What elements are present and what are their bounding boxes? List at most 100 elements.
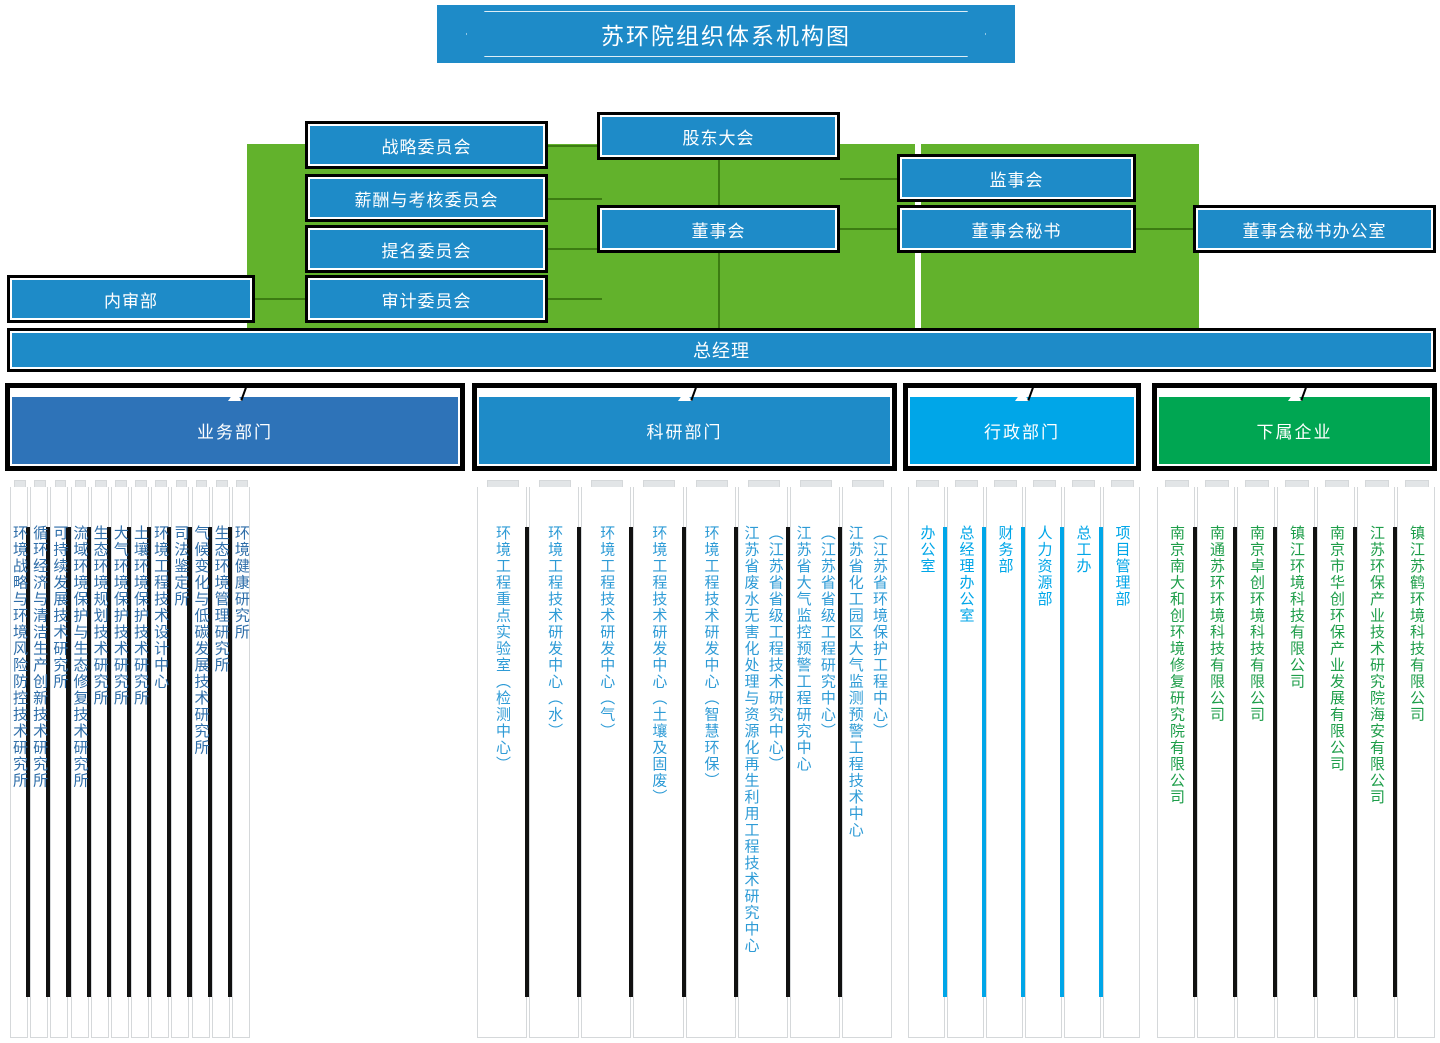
leaf-column-tab [135,480,147,487]
category-header-admin[interactable]: 行政部门 [903,383,1141,471]
leaf-column-accent-bar [943,527,948,997]
leaf-column-tab [175,480,188,487]
internal-audit-department[interactable]: 内审部 [7,275,255,323]
leaf-column-subsidiary-4[interactable]: 镇江环境科技有限公司 [1277,480,1318,1038]
leaf-column-label: 环境健康研究所 [232,525,250,641]
leaf-column-accent-bar [126,527,132,997]
leaf-column-label: 项目管理部 [1113,525,1131,608]
leaf-column-label: 环境工程技术研发中心（智慧环保） [702,525,720,789]
leaf-column-accent-bar [1273,527,1278,997]
title-hexagon-outline [466,11,986,57]
leaf-column-accent-bar [66,527,72,997]
leaf-column-admin-4[interactable]: 人力资源部 [1025,480,1065,1038]
category-header-business[interactable]: 业务部门 [5,383,465,471]
leaf-column-admin-6[interactable]: 项目管理部 [1103,480,1140,1038]
board-of-directors[interactable]: 董事会 [597,205,840,253]
leaf-column-accent-bar [837,527,843,997]
leaf-column-label: 可持续发展技术研究所 [51,525,69,690]
leaf-column-tab [94,480,107,487]
leaf-column-tab [1324,480,1350,487]
internal-audit-department-label: 内审部 [104,291,158,311]
leaf-column-tab [1364,480,1390,487]
board-of-directors-label: 董事会 [691,221,746,241]
leaf-column-label: 财务部 [996,525,1014,575]
leaf-column-label: 司法鉴定所 [172,525,190,608]
committee-compensation-label: 薪酬与考核委员会 [354,190,499,210]
leaf-column-label: 环境工程技术研发中心（土壤及固废） [650,525,668,806]
leaf-column-accent-bar [227,527,233,997]
leaf-column-tab [915,480,940,487]
leaf-column-business-2[interactable]: 循环经济与清洁生产创新技术研究所 [30,480,52,1038]
leaf-column-accent-bar [629,527,635,997]
category-header-research[interactable]: 科研部门 [472,383,897,471]
committee-nomination-label: 提名委员会 [381,241,472,261]
category-header-fill: 行政部门 [910,397,1134,464]
leaf-column-business-5[interactable]: 生态环境规划技术研究所 [90,480,112,1038]
leaf-column-business-10[interactable]: 气候变化与低碳发展技术研究所 [191,480,213,1038]
leaf-column-tab [851,480,884,487]
connector-committee-2 [546,198,602,200]
leaf-column-business-11[interactable]: 生态环境管理研究所 [211,480,233,1038]
leaf-column-tab [74,480,87,487]
leaf-column-research-2[interactable]: 环境工程技术研发中心（水） [529,480,583,1038]
leaf-column-business-6[interactable]: 大气环境保护技术研究所 [110,480,132,1038]
category-header-subsidiary[interactable]: 下属企业 [1152,383,1437,471]
leaf-column-subsidiary-1[interactable]: 南京南大和创环境修复研究院有限公司 [1157,480,1198,1038]
leaf-column-business-8[interactable]: 环境工程技术设计中心 [151,480,173,1038]
leaf-column-business-7[interactable]: 土壤环境保护技术研究所 [131,480,153,1038]
leaf-column-accent-bar [525,527,531,997]
connector-committee-4 [546,298,602,300]
leaf-column-research-6[interactable]: 江苏省废水无害化处理与资源化再生利用工程技术研究中心（江苏省省级工程技术研究中心… [737,480,791,1038]
leaf-column-label: 南通苏环环境科技有限公司 [1207,525,1225,723]
connector-board-secretary [840,228,902,230]
category-header-notch-icon [1015,391,1029,401]
leaf-column-research-8[interactable]: 江苏省化工园区大气监测预警工程技术中心（江苏省环境保护工程中心） [841,480,892,1038]
leaf-column-label: 办公室 [918,525,936,575]
leaf-column-admin-5[interactable]: 总工办 [1064,480,1104,1038]
leaf-column-business-12[interactable]: 环境健康研究所 [231,480,250,1038]
leaf-column-admin-2[interactable]: 总经理办公室 [947,480,987,1038]
leaf-column-subsidiary-5[interactable]: 南京市华创环保产业发展有限公司 [1317,480,1358,1038]
leaf-column-label: 人力资源部 [1035,525,1053,608]
leaf-column-accent-bar [681,527,687,997]
category-header-fill: 业务部门 [12,397,458,464]
shareholders-meeting-label: 股东大会 [682,128,755,148]
leaf-column-research-1[interactable]: 环境工程重点实验室（检测中心） [477,480,531,1038]
leaf-column-business-3[interactable]: 可持续发展技术研究所 [50,480,72,1038]
board-of-supervisors[interactable]: 监事会 [897,154,1136,202]
leaf-column-admin-1[interactable]: 办公室 [908,480,948,1038]
leaf-column-subsidiary-2[interactable]: 南通苏环环境科技有限公司 [1197,480,1238,1038]
general-manager[interactable]: 总经理 [7,328,1436,372]
leaf-column-subsidiary-6[interactable]: 江苏环保产业技术研究院海安有限公司 [1357,480,1398,1038]
shareholders-meeting[interactable]: 股东大会 [597,112,840,160]
leaf-column-business-4[interactable]: 流域环境保护与生态修复技术研究所 [70,480,92,1038]
connector-shareholders-board [718,160,720,220]
leaf-column-accent-bar [147,527,153,997]
leaf-column-research-4[interactable]: 环境工程技术研发中心（土壤及固废） [633,480,687,1038]
leaf-column-accent-bar [1313,527,1318,997]
leaf-column-subsidiary-3[interactable]: 南京卓创环境科技有限公司 [1237,480,1278,1038]
leaf-column-research-5[interactable]: 环境工程技术研发中心（智慧环保） [685,480,739,1038]
leaf-column-business-1[interactable]: 环境战略与环境风险防控技术研究所 [10,480,32,1038]
leaf-column-label: 南京南大和创环境修复研究院有限公司 [1167,525,1185,806]
committee-audit[interactable]: 审计委员会 [305,275,548,323]
committee-strategy[interactable]: 战略委员会 [305,121,548,169]
leaf-column-research-3[interactable]: 环境工程技术研发中心（气） [581,480,635,1038]
page-title: 苏环院组织体系机构图 [601,23,851,49]
leaf-column-accent-bar [1021,527,1026,997]
leaf-column-accent-bar [577,527,583,997]
board-secretary-office[interactable]: 董事会秘书办公室 [1193,205,1436,253]
leaf-column-subsidiary-7[interactable]: 镇江苏鹤环境科技有限公司 [1397,480,1435,1038]
category-header-notch-icon [228,391,242,401]
leaf-column-tab [1284,480,1310,487]
board-secretary[interactable]: 董事会秘书 [897,205,1136,253]
leaf-column-business-9[interactable]: 司法鉴定所 [171,480,193,1038]
leaf-column-label: 环境战略与环境风险防控技术研究所 [11,525,29,789]
leaf-column-tab [643,480,676,487]
committee-compensation[interactable]: 薪酬与考核委员会 [305,174,548,222]
leaf-column-admin-3[interactable]: 财务部 [986,480,1026,1038]
leaf-column-tab [1164,480,1190,487]
committee-nomination[interactable]: 提名委员会 [305,225,548,273]
leaf-column-label: 土壤环境保护技术研究所 [132,525,150,707]
leaf-column-research-7[interactable]: 江苏省大气监控预警工程研究中心（江苏省省级工程研究中心） [789,480,843,1038]
